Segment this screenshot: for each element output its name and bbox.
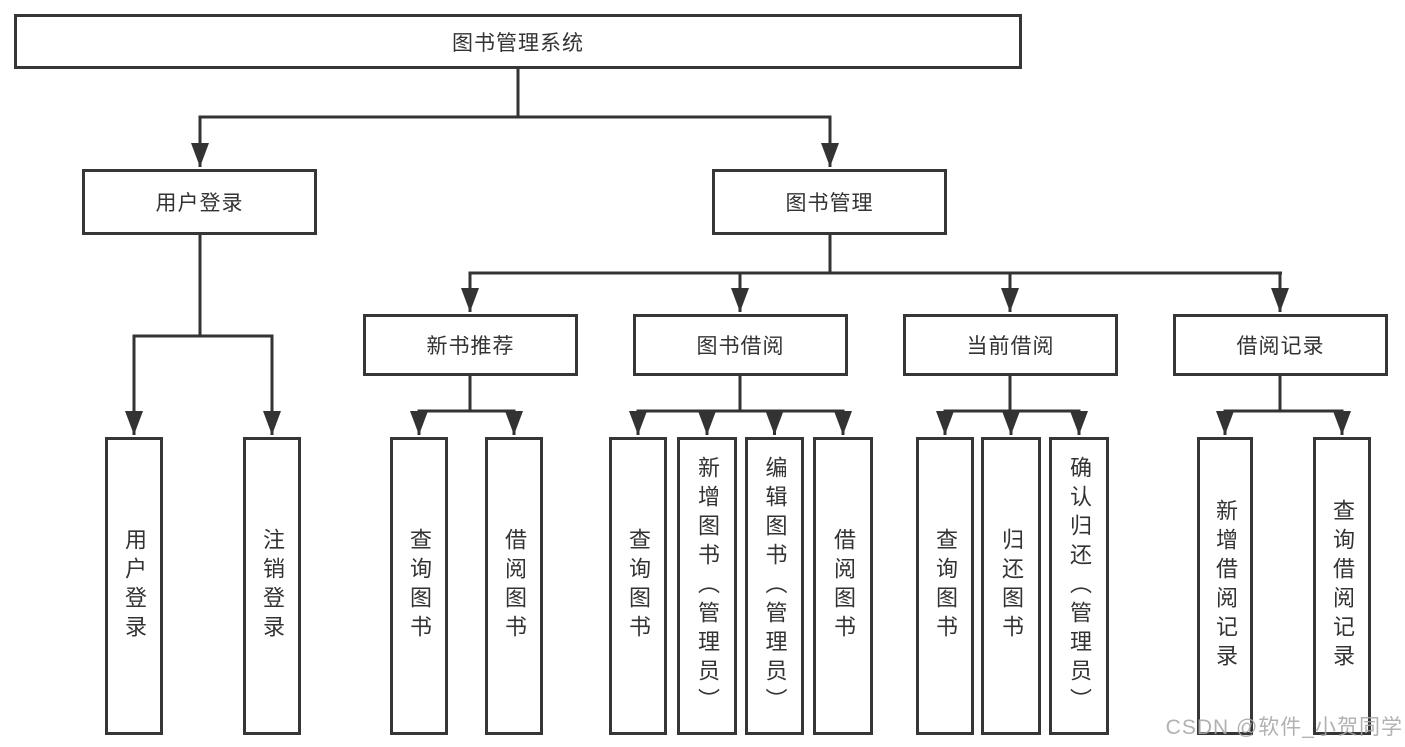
node-book-borrowing: 图书借阅	[633, 314, 848, 376]
leaf-borrow-query-books-label: 查询图书	[626, 528, 651, 644]
leaf-logout: 注销登录	[243, 437, 301, 735]
leaf-newbook-borrow-books-label: 借阅图书	[502, 528, 527, 644]
leaf-current-query-books-label: 查询图书	[933, 528, 958, 644]
node-new-book-recommend: 新书推荐	[363, 314, 578, 376]
leaf-user-login: 用户登录	[105, 437, 163, 735]
user-login-connector	[125, 235, 281, 435]
new-book-connector	[410, 376, 523, 435]
node-current-borrowing: 当前借阅	[903, 314, 1118, 376]
node-user-login: 用户登录	[82, 169, 317, 235]
leaf-borrow-borrow-books: 借阅图书	[813, 437, 873, 735]
leaf-newbook-borrow-books: 借阅图书	[485, 437, 543, 735]
leaf-borrow-borrow-books-label: 借阅图书	[831, 528, 856, 644]
leaf-borrow-edit-books-admin: 编辑图书（管理员）	[745, 437, 804, 735]
leaf-record-add-record: 新增借阅记录	[1197, 437, 1253, 735]
leaf-current-return-books-label: 归还图书	[999, 528, 1024, 644]
leaf-borrow-add-books-admin-label: 新增图书（管理员）	[695, 455, 720, 717]
leaf-current-confirm-return-admin: 确认归还（管理员）	[1049, 437, 1109, 735]
leaf-current-return-books: 归还图书	[981, 437, 1041, 735]
borrow-record-connector	[1216, 376, 1351, 435]
leaf-newbook-query-books-label: 查询图书	[407, 528, 432, 644]
node-book-management: 图书管理	[712, 169, 947, 235]
book-mgmt-connector	[461, 235, 1289, 312]
leaf-record-add-record-label: 新增借阅记录	[1213, 499, 1238, 673]
leaf-record-query-record-label: 查询借阅记录	[1330, 499, 1355, 673]
leaf-borrow-query-books: 查询图书	[609, 437, 667, 735]
leaf-record-query-record: 查询借阅记录	[1313, 437, 1371, 735]
leaf-current-query-books: 查询图书	[916, 437, 974, 735]
leaf-current-confirm-return-admin-label: 确认归还（管理员）	[1067, 455, 1092, 717]
node-root-system: 图书管理系统	[14, 14, 1022, 69]
book-borrow-connector	[629, 376, 852, 435]
watermark: CSDN @软件_小贺同学	[1165, 716, 1403, 739]
leaf-borrow-add-books-admin: 新增图书（管理员）	[677, 437, 737, 735]
leaf-newbook-query-books: 查询图书	[390, 437, 448, 735]
leaf-user-login-label: 用户登录	[122, 528, 147, 644]
root-to-level2-connector	[191, 69, 839, 167]
leaf-logout-label: 注销登录	[260, 528, 285, 644]
current-borrow-connector	[936, 376, 1088, 435]
leaf-borrow-edit-books-admin-label: 编辑图书（管理员）	[762, 455, 788, 717]
node-borrowing-records: 借阅记录	[1173, 314, 1388, 376]
